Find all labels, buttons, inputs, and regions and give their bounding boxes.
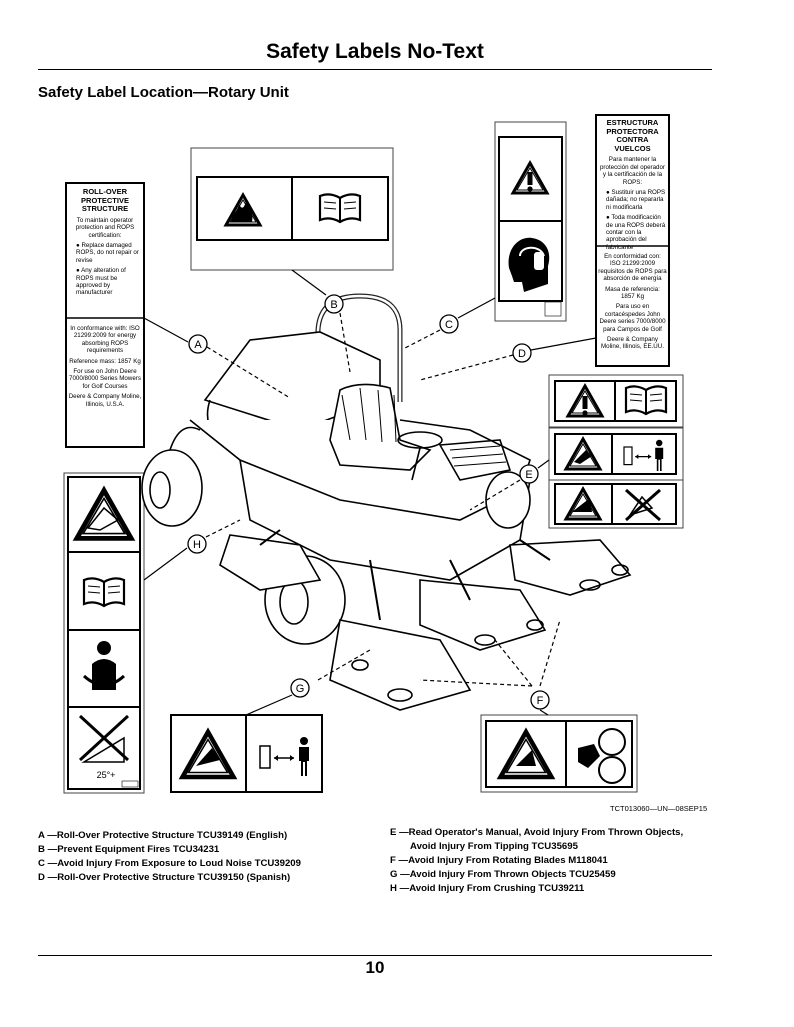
callout-b: B xyxy=(330,299,337,311)
leader-lines xyxy=(143,269,597,716)
label-a-company: Deere & Company Moline, Illinois, U.S.A. xyxy=(68,393,142,408)
label-d-mass: Masa de referencia: 1857 Kg xyxy=(605,285,660,301)
figure-id: TCT013060—UN—08SEP15 xyxy=(610,804,708,813)
callout-d: D xyxy=(518,348,526,360)
header-rule xyxy=(38,69,712,70)
legend-item-g: G —Avoid Injury From Thrown Objects TCU2… xyxy=(390,869,616,880)
legend-item-e-cont: Avoid Injury From Tipping TCU35695 xyxy=(410,841,578,852)
label-f-rotating-blades xyxy=(480,714,638,793)
label-d-bullet2: ● Toda modificación de una ROPS deberá c… xyxy=(606,214,666,251)
label-d-text: ESTRUCTURA PROTECTORA CONTRA VUELCOS Par… xyxy=(598,118,667,251)
label-d-text-lower: En conformidad con: ISO 21299:2009 requi… xyxy=(598,250,667,351)
legend-item-h: H —Avoid Injury From Crushing TCU39211 xyxy=(390,883,585,894)
label-a-title: ROLL-OVER PROTECTIVE STRUCTURE xyxy=(81,187,129,214)
label-d-conformance: En conformidad con: ISO 21299:2009 requi… xyxy=(598,253,667,283)
legend-left: A —Roll-Over Protective Structure TCU391… xyxy=(38,829,301,885)
legend-right: E —Read Operator's Manual, Avoid Injury … xyxy=(390,826,683,896)
label-d-use: Para uso en cortacéspedes John Deere ser… xyxy=(599,303,666,333)
label-h-crushing xyxy=(63,472,145,794)
label-a-conformance: In conformance with: ISO 21299:2009 for … xyxy=(70,325,140,355)
legend-item-c: C —Avoid Injury From Exposure to Loud No… xyxy=(38,858,301,869)
callout-c: C xyxy=(445,319,453,331)
label-d-company: Deere & Company Moline, Illinois, EE.UU. xyxy=(601,336,664,351)
label-g-thrown-objects xyxy=(170,714,323,793)
legend-item-f: F —Avoid Injury From Rotating Blades M11… xyxy=(390,855,608,866)
label-e-stack xyxy=(548,374,684,529)
footer-rule xyxy=(38,955,712,956)
label-d-rops-spanish xyxy=(595,114,670,367)
label-b-fire-manual xyxy=(190,147,394,271)
callout-a: A xyxy=(194,339,202,351)
label-a-bullet1: ● Replace damaged ROPS, do not repair or… xyxy=(76,242,139,264)
callout-f: F xyxy=(537,695,544,707)
label-a-text-lower: In conformance with: ISO 21299:2009 for … xyxy=(68,322,142,408)
legend-item-d: D —Roll-Over Protective Structure TCU391… xyxy=(38,872,291,883)
label-c-loud-noise xyxy=(494,121,567,322)
callout-e: E xyxy=(525,469,532,481)
mower-illustration xyxy=(141,293,632,711)
label-a-rops-english xyxy=(65,182,145,448)
section-subtitle: Safety Label Location—Rotary Unit xyxy=(38,84,289,101)
callout-circles xyxy=(187,294,550,710)
label-a-use: For use on John Deere 7000/8000 Series M… xyxy=(69,368,141,390)
label-a-mass: Reference mass: 1857 Kg xyxy=(69,357,141,365)
label-a-intro: To maintain operator protection and ROPS… xyxy=(75,216,135,239)
safety-label-figure: A B C D E F G H 25°+ xyxy=(63,114,684,794)
label-a-bullet2: ● Any alteration of ROPS must be approve… xyxy=(76,267,126,297)
page-title: Safety Labels No-Text xyxy=(266,40,484,63)
label-d-bullet1: ● Sustituir una ROPS dañada; no repararl… xyxy=(606,189,666,211)
callout-h: H xyxy=(193,539,201,551)
label-a-text: ROLL-OVER PROTECTIVE STRUCTURE To mainta… xyxy=(68,187,142,297)
page-number: 10 xyxy=(365,958,385,977)
label-h-angle-text: 25°+ xyxy=(97,770,116,780)
legend-item-b: B —Prevent Equipment Fires TCU34231 xyxy=(38,844,220,855)
label-d-title: ESTRUCTURA PROTECTORA CONTRA VUELCOS xyxy=(606,118,659,153)
callout-g: G xyxy=(296,683,305,695)
label-d-intro: Para mantener la protección del operador… xyxy=(599,156,665,186)
legend-item-e: E —Read Operator's Manual, Avoid Injury … xyxy=(390,827,684,838)
legend-item-a: A —Roll-Over Protective Structure TCU391… xyxy=(38,830,288,841)
